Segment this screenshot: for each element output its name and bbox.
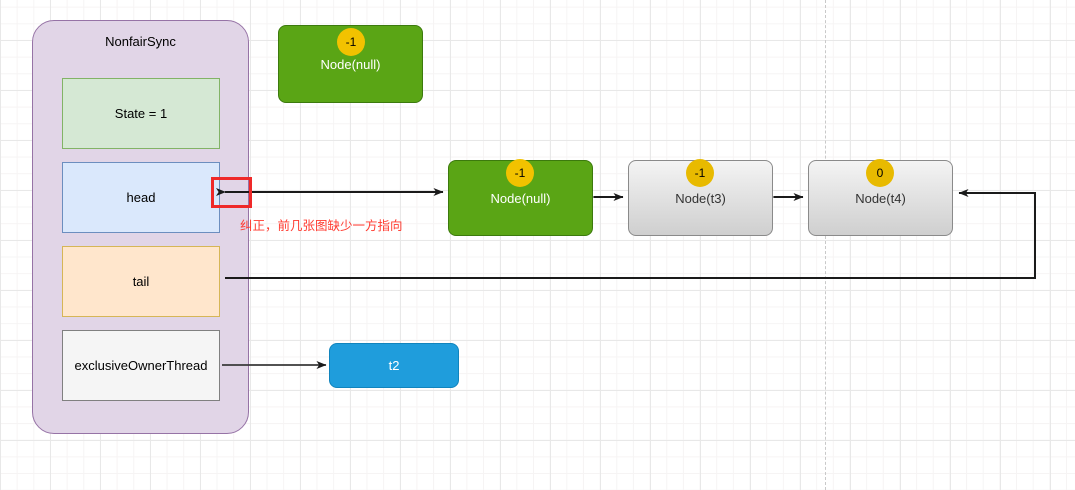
- node-t3-waitstatus-value: -1: [694, 166, 706, 180]
- node-null-head-waitstatus-badge: -1: [506, 159, 534, 187]
- nonfairsync-title: NonfairSync: [105, 34, 176, 49]
- node-t4-waitstatus-value: 0: [876, 166, 884, 180]
- field-state-label: State = 1: [114, 106, 168, 121]
- node-null-top-label: Node(null): [320, 56, 381, 72]
- field-head: head: [62, 162, 220, 233]
- field-head-label: head: [126, 190, 156, 205]
- field-exclusive-owner-thread-label: exclusiveOwnerThread: [74, 358, 208, 373]
- head-pointer-correction-highlight: [211, 177, 252, 208]
- node-null-head-label: Node(null): [490, 190, 551, 206]
- node-t4-label: Node(t4): [855, 190, 906, 206]
- field-tail: tail: [62, 246, 220, 317]
- node-null-top-waitstatus-badge: -1: [337, 28, 365, 56]
- field-exclusive-owner-thread: exclusiveOwnerThread: [62, 330, 220, 401]
- correction-annotation: 纠正，前几张图缺少一方指向: [240, 218, 403, 233]
- node-t2-label: t2: [388, 358, 400, 373]
- node-t3-waitstatus-badge: -1: [686, 159, 714, 187]
- vertical-guide-line: [825, 0, 826, 490]
- field-state: State = 1: [62, 78, 220, 149]
- node-null-top-waitstatus-value: -1: [345, 35, 357, 49]
- node-t4-waitstatus-badge: 0: [866, 159, 894, 187]
- node-t3-label: Node(t3): [675, 190, 726, 206]
- node-t2: t2: [329, 343, 459, 388]
- node-null-head-waitstatus-value: -1: [514, 166, 526, 180]
- field-tail-label: tail: [132, 274, 150, 289]
